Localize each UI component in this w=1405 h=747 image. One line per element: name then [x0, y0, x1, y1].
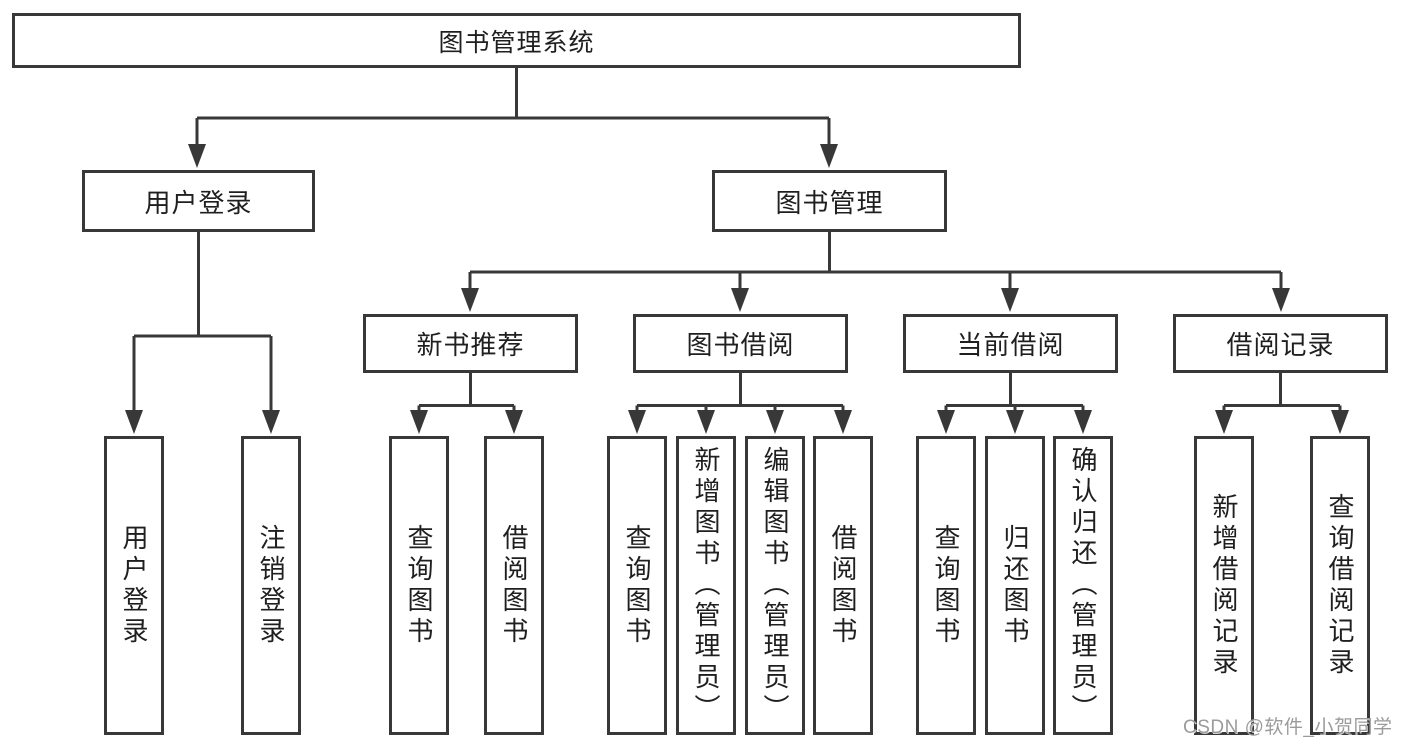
leaf-logout-label: 注销登录 [256, 523, 286, 648]
node-root: 图书管理系统 [12, 13, 1021, 68]
leaf-query-books-recommend-label: 查询图书 [404, 523, 434, 648]
leaf-user-login: 用户登录 [104, 436, 164, 735]
node-book-management-label: 图书管理 [775, 187, 884, 218]
node-root-label: 图书管理系统 [438, 28, 595, 57]
leaf-return-books: 归还图书 [985, 436, 1045, 735]
node-new-book-recommend: 新书推荐 [363, 314, 578, 373]
leaf-query-books-recommend: 查询图书 [389, 436, 449, 735]
leaf-borrow-books: 借阅图书 [813, 436, 873, 735]
leaf-borrow-books-recommend-label: 借阅图书 [499, 523, 529, 648]
leaf-add-books-admin: 新增图书（管理员） [676, 436, 736, 735]
leaf-return-books-label: 归还图书 [1000, 523, 1030, 648]
leaf-confirm-return-admin: 确认归还（管理员） [1053, 436, 1113, 735]
leaf-add-books-admin-label: 新增图书（管理员） [691, 446, 721, 725]
watermark: CSDN @软件_小贺同学 [1183, 717, 1393, 738]
leaf-query-borrow-record: 查询借阅记录 [1310, 436, 1370, 735]
leaf-borrow-books-label: 借阅图书 [828, 523, 858, 648]
leaf-confirm-return-admin-label: 确认归还（管理员） [1068, 446, 1098, 725]
leaf-logout: 注销登录 [241, 436, 301, 735]
node-user-login: 用户登录 [82, 170, 315, 232]
leaf-edit-books-admin: 编辑图书（管理员） [745, 436, 805, 735]
leaf-query-books-current-label: 查询图书 [931, 523, 961, 648]
leaf-user-login-label: 用户登录 [119, 523, 149, 648]
node-borrow-records-label: 借阅记录 [1226, 330, 1335, 360]
leaf-add-borrow-record-label: 新增借阅记录 [1209, 492, 1239, 679]
leaf-query-books-current: 查询图书 [916, 436, 976, 735]
node-borrow-records: 借阅记录 [1173, 314, 1388, 373]
leaf-edit-books-admin-label: 编辑图书（管理员） [760, 446, 790, 725]
connector-paths [132, 68, 1342, 420]
node-current-borrow: 当前借阅 [903, 314, 1118, 373]
arrowheads [125, 144, 1349, 434]
node-new-book-recommend-label: 新书推荐 [416, 330, 525, 360]
leaf-add-borrow-record: 新增借阅记录 [1194, 436, 1254, 735]
leaf-query-books-borrow: 查询图书 [607, 436, 667, 735]
node-book-borrow-label: 图书借阅 [686, 330, 795, 360]
node-user-login-label: 用户登录 [144, 187, 253, 218]
leaf-query-borrow-record-label: 查询借阅记录 [1325, 492, 1355, 679]
node-book-management: 图书管理 [712, 170, 947, 232]
leaf-borrow-books-recommend: 借阅图书 [484, 436, 544, 735]
node-book-borrow: 图书借阅 [633, 314, 848, 373]
node-current-borrow-label: 当前借阅 [956, 330, 1065, 360]
leaf-query-books-borrow-label: 查询图书 [622, 523, 652, 648]
